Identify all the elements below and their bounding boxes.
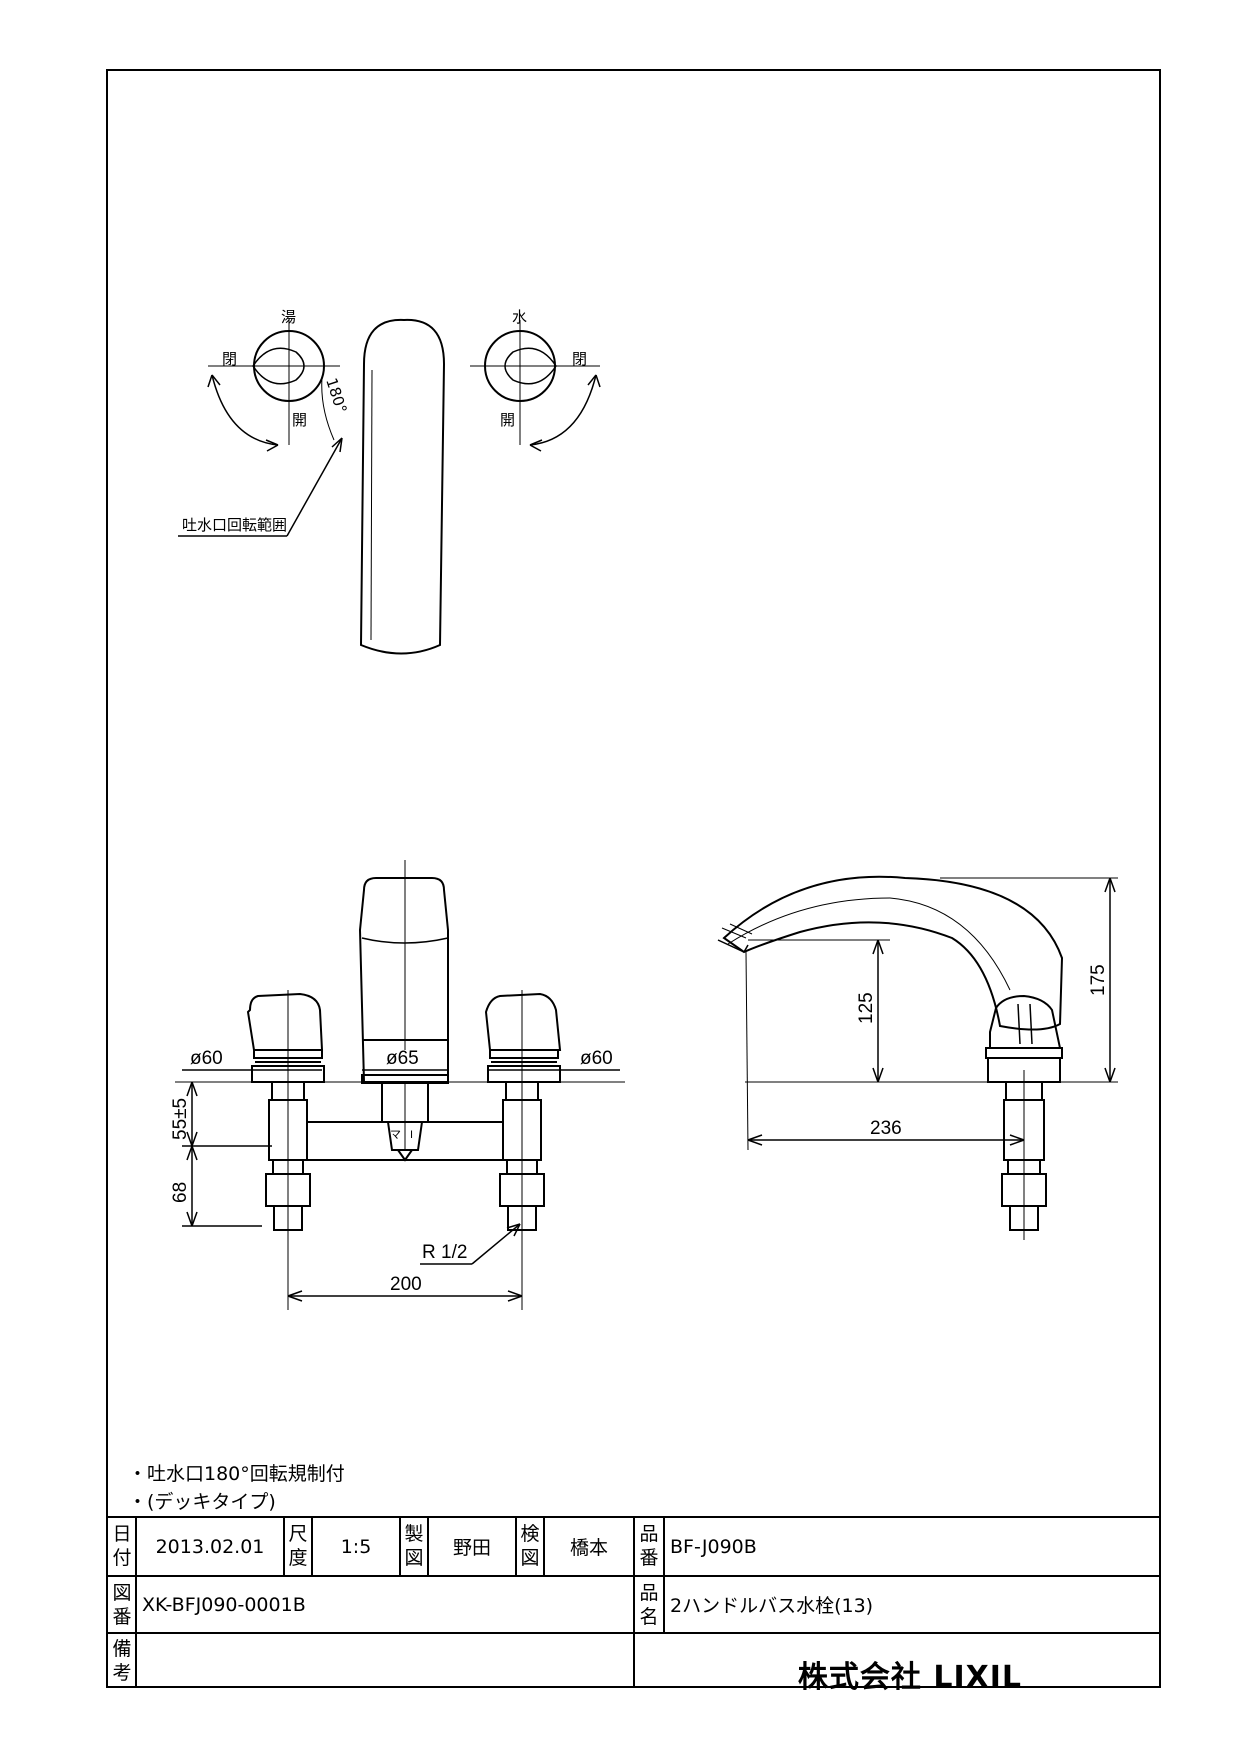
- spout-range-label: 吐水口回転範囲: [182, 516, 287, 534]
- date-value: 2013.02.01: [155, 1535, 265, 1558]
- plan-labels: 湯 水 閉 開 閉 開 180° 吐水口回転範囲: [182, 308, 587, 534]
- hot-open-label: 開: [292, 411, 307, 429]
- cold-label: 水: [512, 308, 527, 326]
- front-cold-handle: [484, 992, 562, 1051]
- plan-view: [178, 318, 601, 655]
- hot-close-label: 閉: [222, 350, 237, 368]
- checked-value: 橋本: [569, 1537, 608, 1559]
- cold-open-label: 開: [500, 411, 515, 429]
- part-no-label: 品番: [639, 1523, 659, 1569]
- dim-125-label: 125: [856, 992, 877, 1024]
- scale-value: 1:5: [340, 1535, 372, 1558]
- dia-right-label: ø60: [580, 1048, 613, 1069]
- notes: ・吐水口180°回転規制付 ・(デッキタイプ): [128, 1460, 345, 1516]
- side-view: [717, 875, 1118, 1240]
- angle-label: 180°: [322, 376, 350, 416]
- note-1: ・吐水口180°回転規制付: [128, 1463, 345, 1485]
- plan-spout-edge: [370, 369, 373, 641]
- company-logo: 株式会社 LIXIL: [797, 1660, 1023, 1695]
- drawn-label: 製図: [404, 1523, 424, 1569]
- drawn-value: 野田: [452, 1537, 491, 1559]
- thread-label: R 1/2: [422, 1242, 467, 1263]
- part-name-label: 品名: [639, 1582, 659, 1628]
- dim-200-label: 200: [390, 1274, 422, 1295]
- checked-label: 検図: [520, 1523, 540, 1569]
- side-handle: [989, 994, 1062, 1049]
- part-no-value: BF-J090B: [670, 1535, 757, 1558]
- hot-label: 湯: [281, 308, 296, 326]
- dim-55-label: 55±5: [170, 1098, 191, 1140]
- front-labels: ø60 ø65 ø60 55±5 68 R 1/2 200 マ I: [170, 1048, 613, 1295]
- mark-cold: I: [410, 1129, 413, 1141]
- plan-hot-arc: [211, 374, 279, 446]
- mark-hot: マ: [390, 1129, 401, 1141]
- note-2: ・(デッキタイプ): [128, 1491, 276, 1513]
- front-hot-handle: [246, 992, 324, 1051]
- drawing-no-label: 図番: [112, 1582, 132, 1628]
- side-spout: [722, 875, 1064, 1031]
- plan-cold-arc: [529, 374, 597, 446]
- cold-close-label: 閉: [572, 350, 587, 368]
- plan-spout-arc: [321, 377, 335, 441]
- front-spout: [358, 877, 449, 1083]
- part-name-value: 2ハンドルバス水栓(13): [670, 1595, 874, 1617]
- dia-center-label: ø65: [386, 1048, 419, 1069]
- date-label: 日付: [112, 1523, 132, 1569]
- dim-175-label: 175: [1088, 964, 1109, 996]
- side-labels: 125 175 236: [856, 964, 1109, 1139]
- dia-left-label: ø60: [190, 1048, 223, 1069]
- scale-label: 尺度: [288, 1523, 308, 1569]
- drawing-no-value: XK-BFJ090-0001B: [142, 1593, 306, 1616]
- remarks-label: 備考: [112, 1638, 132, 1684]
- front-view: [175, 860, 625, 1310]
- plan-spout: [359, 318, 446, 655]
- dim-68-label: 68: [170, 1182, 191, 1203]
- title-block-grid: [107, 1516, 1160, 1687]
- dim-236-label: 236: [870, 1118, 902, 1139]
